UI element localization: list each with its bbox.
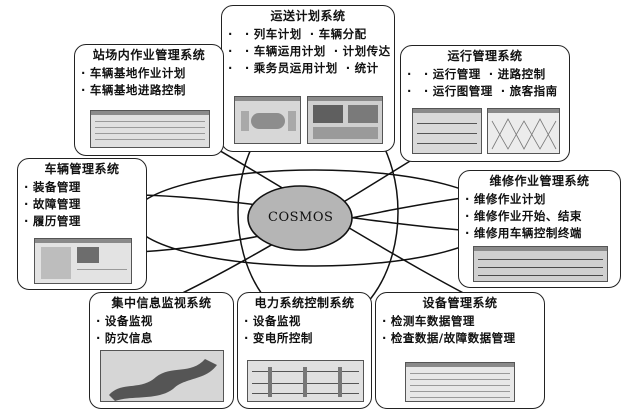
- screenshot-thumbnail: [100, 350, 224, 402]
- screenshot-thumbnail: [405, 362, 515, 402]
- item-list: 维修作业计划 维修作业开始、结束 维修用车辆控制终端: [465, 191, 614, 242]
- item-list: 装备管理 故障管理 履历管理: [24, 179, 140, 230]
- thumbnail-titlebar: [91, 111, 209, 115]
- item-label: 维修作业开始、结束: [465, 208, 614, 225]
- item-label: 车辆基地进路控制: [81, 82, 217, 99]
- thumbnail-shape: [268, 367, 272, 397]
- item-label: 进路控制: [489, 66, 546, 83]
- screenshot-thumbnail: [34, 238, 132, 284]
- screenshot-thumbnail: [473, 246, 608, 282]
- item-label: 车辆运用计划: [245, 43, 326, 60]
- thumbnail-shape: [41, 247, 71, 279]
- thumbnail-titlebar: [35, 239, 131, 243]
- thumbnail-shape: [313, 127, 378, 139]
- item-label: 统计: [346, 60, 379, 77]
- item-label: 运行图管理: [424, 83, 493, 100]
- cosmos-hub-label: COSMOS: [268, 210, 334, 225]
- thumbnail-line: [95, 133, 205, 134]
- thumbnail-line: [95, 139, 205, 140]
- thumbnail-line: [410, 373, 510, 374]
- item-label: 列车计划: [245, 26, 302, 43]
- map-thumbnail: [109, 359, 217, 401]
- item-label: 变电所控制: [244, 330, 365, 347]
- item-label: 检查数据/故障数据管理: [382, 330, 538, 347]
- item-label: 维修用车辆控制终端: [465, 225, 614, 242]
- thumbnail-line: [410, 397, 510, 398]
- cosmos-hub-ellipse: [247, 185, 353, 251]
- box-title: 运送计划系统: [270, 9, 346, 23]
- item-label: 旅客指南: [501, 83, 558, 100]
- thumbnail-titlebar: [235, 97, 300, 101]
- thumbnail-titlebar: [413, 109, 481, 113]
- thumbnail-shape: [338, 367, 342, 397]
- item-list: 车辆基地作业计划 车辆基地进路控制: [81, 65, 217, 99]
- item-label: 故障管理: [24, 196, 140, 213]
- thumbnail-line: [410, 385, 510, 386]
- item-list: 设备监视 变电所控制: [244, 313, 365, 347]
- thumbnail-graph: [491, 118, 557, 150]
- item-label: 车辆基地作业计划: [81, 65, 217, 82]
- item-label: 计划传达: [334, 43, 391, 60]
- thumbnail-line: [410, 391, 510, 392]
- item-label: 履历管理: [24, 213, 140, 230]
- screenshot-thumbnail: [234, 96, 301, 144]
- thumbnail-shape: [251, 113, 285, 129]
- screenshot-thumbnail: [90, 110, 210, 148]
- screenshot-thumbnail: [487, 108, 560, 154]
- item-list: 设备监视 防灾信息: [96, 313, 227, 347]
- box-title: 电力系统控制系统: [254, 296, 355, 310]
- item-list: 运行管理 进路控制 运行图管理 旅客指南: [407, 66, 563, 100]
- thumbnail-line: [77, 269, 127, 270]
- box-title: 车辆管理系统: [44, 162, 120, 176]
- item-row: 运行管理 进路控制: [407, 66, 563, 83]
- item-label: 防灾信息: [96, 330, 227, 347]
- item-list: 列车计划 车辆分配 车辆运用计划 计划传达 乘务员运用计划 统计: [228, 26, 391, 77]
- item-label: 乘务员运用计划: [245, 60, 338, 77]
- item-label: 设备监视: [96, 313, 227, 330]
- item-list: 检测车数据管理 检查数据/故障数据管理: [382, 313, 538, 347]
- item-row: 乘务员运用计划 统计: [228, 60, 388, 77]
- thumbnail-line: [478, 275, 603, 276]
- item-label: 检测车数据管理: [382, 313, 538, 330]
- box-title: 维修作业管理系统: [489, 174, 590, 188]
- item-label: 运行管理: [424, 66, 481, 83]
- item-label: 装备管理: [24, 179, 140, 196]
- screenshot-thumbnail: [412, 108, 482, 154]
- thumbnail-shape: [348, 105, 378, 123]
- thumbnail-line: [417, 123, 477, 124]
- thumbnail-shape: [241, 111, 249, 131]
- item-row: 列车计划 车辆分配: [228, 26, 388, 43]
- screenshot-thumbnail: [247, 360, 364, 402]
- thumbnail-titlebar: [308, 97, 382, 101]
- thumbnail-line: [478, 259, 603, 260]
- box-title: 设备管理系统: [422, 296, 498, 310]
- item-label: 设备监视: [244, 313, 365, 330]
- thumbnail-line: [410, 379, 510, 380]
- thumbnail-titlebar: [474, 247, 607, 251]
- thumbnail-shape: [313, 105, 343, 123]
- item-row: 车辆运用计划 计划传达: [228, 43, 391, 60]
- thumbnail-titlebar: [488, 109, 559, 113]
- box-title: 运行管理系统: [447, 49, 523, 63]
- thumbnail-line: [417, 143, 477, 144]
- item-label: 维修作业计划: [465, 191, 614, 208]
- thumbnail-shape: [288, 111, 296, 131]
- box-title: 集中信息监视系统: [111, 296, 212, 310]
- thumbnail-line: [417, 133, 477, 134]
- box-title: 站场内作业管理系统: [92, 48, 206, 62]
- thumbnail-shape: [303, 367, 307, 397]
- thumbnail-line: [95, 127, 205, 128]
- item-row: 运行图管理 旅客指南: [407, 83, 563, 100]
- screenshot-thumbnail: [307, 96, 383, 144]
- thumbnail-line: [95, 121, 205, 122]
- thumbnail-shape: [77, 247, 99, 263]
- thumbnail-line: [478, 267, 603, 268]
- thumbnail-titlebar: [406, 363, 514, 367]
- item-label: 车辆分配: [310, 26, 367, 43]
